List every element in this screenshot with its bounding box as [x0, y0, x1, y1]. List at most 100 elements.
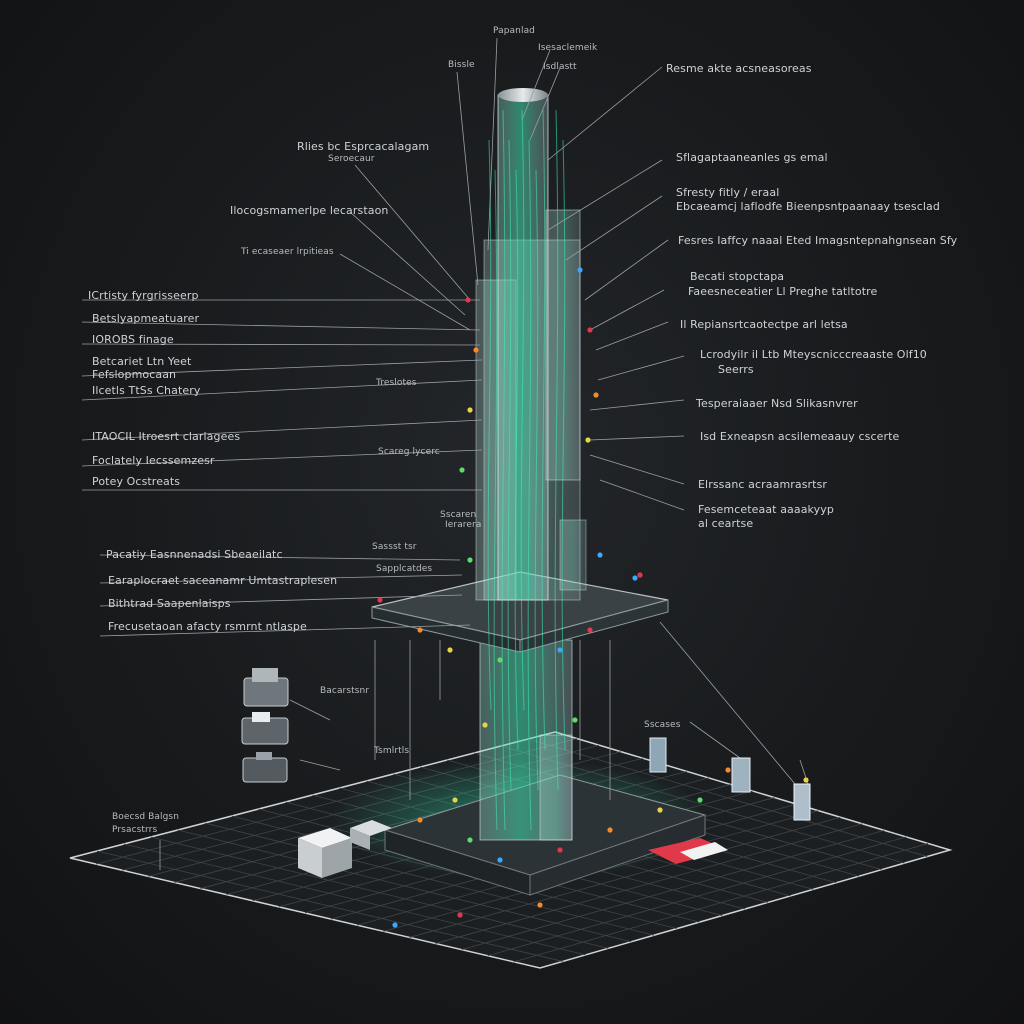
leader-line [590, 400, 684, 410]
label-top-4: Bissle [448, 60, 475, 71]
sensor-dot [593, 392, 598, 397]
sensor-dot [377, 597, 382, 602]
sensor-dot [607, 827, 612, 832]
label-left-8: Potey Ocstreats [92, 475, 180, 488]
label-low-3: Bithtrad Saapenlaisps [108, 597, 231, 610]
server-module-icon [244, 668, 288, 706]
leader-line [350, 212, 465, 315]
leader-line [690, 722, 740, 758]
sensor-dot [587, 627, 592, 632]
label-mid-2: Scareg lycerc [378, 447, 440, 458]
label-right-10b: al ceartse [698, 517, 753, 530]
sensor-dot [637, 572, 642, 577]
server-module-icon [243, 752, 287, 782]
leader-line [596, 322, 668, 350]
label-left-b: Ilocogsmamerlpe lecarstaon [230, 204, 389, 217]
sensor-dot [497, 657, 502, 662]
label-left-2: Betslyapmeatuarer [92, 312, 199, 325]
label-right-1: Sflagaptaaneanles gs emal [676, 151, 828, 164]
sensor-dot [467, 557, 472, 562]
sensor-dot [557, 647, 562, 652]
label-top-right: Resme akte acsneasoreas [666, 62, 812, 75]
server-module-stack [242, 668, 288, 782]
label-right-5: Il Repiansrtcaotectpe arl letsa [680, 318, 848, 331]
cabinet-icon [732, 758, 750, 792]
label-right-7: Tesperaiaaer Nsd Slikasnvrer [696, 397, 858, 410]
tower-cap [498, 88, 548, 102]
sensor-dot [585, 437, 590, 442]
leader-line [548, 160, 662, 230]
sensor-dot [473, 347, 478, 352]
sensor-dot [587, 327, 592, 332]
label-right-2b: Ebcaeamcj laflodfe Bieenpsntpaanaay tses… [676, 200, 940, 213]
label-left-6: ITAOCIL Itroesrt clarlagees [92, 430, 240, 443]
sensor-dot [537, 902, 542, 907]
leader-line [340, 254, 470, 330]
leader-line [290, 700, 330, 720]
label-platform-5: Sscases [644, 720, 680, 731]
leader-line [590, 290, 664, 330]
label-right-8: Isd Exneapsn acsilemeaauy cscerte [700, 430, 899, 443]
label-platform-2: Sapplcatdes [376, 564, 432, 575]
label-right-4b: Faeesneceatier Ll Preghe tatltotre [688, 285, 877, 298]
label-mid-4: Ierarera [445, 520, 481, 531]
leader-line [590, 455, 684, 484]
sensor-dot [417, 627, 422, 632]
label-base-b: Prsacstrrs [112, 825, 157, 836]
sensor-dot [467, 407, 472, 412]
sensor-dot [577, 267, 582, 272]
sensor-dot [447, 647, 452, 652]
label-low-1: Pacatiy Easnnenadsi Sbeaeilatc [106, 548, 283, 561]
leader-line [548, 67, 662, 160]
label-right-4a: Becati stopctapa [690, 270, 784, 283]
label-left-c: Ti ecaseaer lrpitieas [241, 247, 334, 258]
label-left-3: IOROBS finage [92, 333, 174, 346]
sensor-dot [572, 717, 577, 722]
label-left-4b: Fefslopmocaan [92, 368, 176, 381]
label-top-3: Isdlastt [543, 62, 577, 73]
leader-line [660, 622, 800, 790]
sensor-dot [803, 777, 808, 782]
label-left-5: Ilcetls TtSs Chatery [92, 384, 200, 397]
sensor-dot [497, 857, 502, 862]
sensor-dot [597, 552, 602, 557]
label-top-1: Papanlad [493, 26, 535, 37]
label-left-a2: Seroecaur [328, 154, 375, 165]
leader-line [590, 436, 684, 440]
label-left-a1: Rlies bc Esprcacalagam [297, 140, 429, 153]
label-right-6a: Lcrodyilr il Ltb Mteyscnicccreaaste Olf1… [700, 348, 927, 361]
sensor-dot [557, 847, 562, 852]
label-left-7: Foclately Iecssemzesr [92, 454, 215, 467]
sensor-dot [452, 797, 457, 802]
cabinet-icon [794, 784, 810, 820]
cabinet-icon [650, 738, 666, 772]
sensor-dot [697, 797, 702, 802]
label-low-2: Earaplocraet saceanamr Umtastraplesen [108, 574, 337, 587]
sensor-dot [482, 722, 487, 727]
sensor-dot [417, 817, 422, 822]
sensor-dot [632, 575, 637, 580]
label-left-1: ICrtisty fyrgrisseerp [88, 289, 199, 302]
label-right-10a: Fesemceteaat aaaakyyp [698, 503, 834, 516]
label-right-6b: Seerrs [718, 363, 754, 376]
sensor-dot [657, 807, 662, 812]
sensor-dot [457, 912, 462, 917]
label-right-2a: Sfresty fitly / eraal [676, 186, 779, 199]
leader-line [300, 760, 340, 770]
sensor-dot [459, 467, 464, 472]
label-platform-3: Bacarstsnr [320, 686, 369, 697]
leader-line [355, 165, 470, 300]
sensor-dot [392, 922, 397, 927]
label-platform-1: Sassst tsr [372, 542, 417, 553]
leader-line [585, 240, 668, 300]
label-base-a: Boecsd Balgsn [112, 812, 179, 823]
leader-line [457, 72, 478, 285]
label-mid-1: Treslotes [376, 378, 417, 389]
leader-line [600, 480, 684, 510]
label-left-4a: Betcariet Ltn Yeet [92, 355, 191, 368]
label-right-3: Fesres Iaffcy naaal Eted Imagsntepnahgns… [678, 234, 957, 247]
label-top-2: Isesaclemeik [538, 43, 597, 54]
label-platform-4: Tsmlrtls [374, 746, 409, 757]
label-right-9: Elrssanc acraamrasrtsr [698, 478, 827, 491]
